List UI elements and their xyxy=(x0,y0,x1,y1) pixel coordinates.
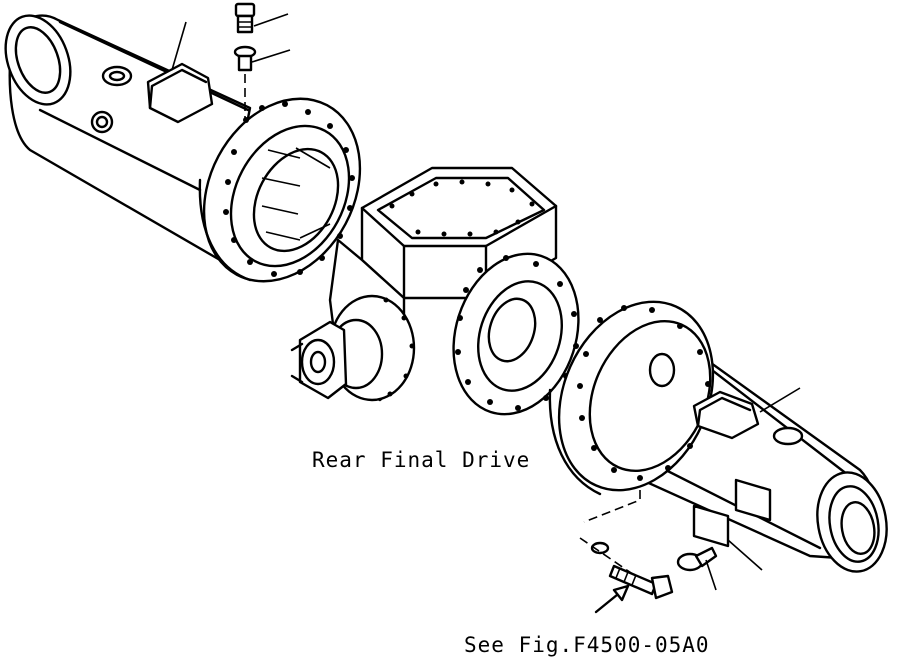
breather-bolt-upper xyxy=(234,2,289,34)
left-axle-housing xyxy=(4,14,362,283)
diagram-caption: Rear Final Drive xyxy=(312,448,531,472)
drain-plug-hardware xyxy=(579,490,718,614)
figure-reference-link[interactable]: See Fig.F4500-05A0 xyxy=(464,633,710,657)
plug-bolt-lower xyxy=(233,45,291,118)
differential-case xyxy=(290,166,580,416)
right-axle-housing xyxy=(548,300,888,573)
